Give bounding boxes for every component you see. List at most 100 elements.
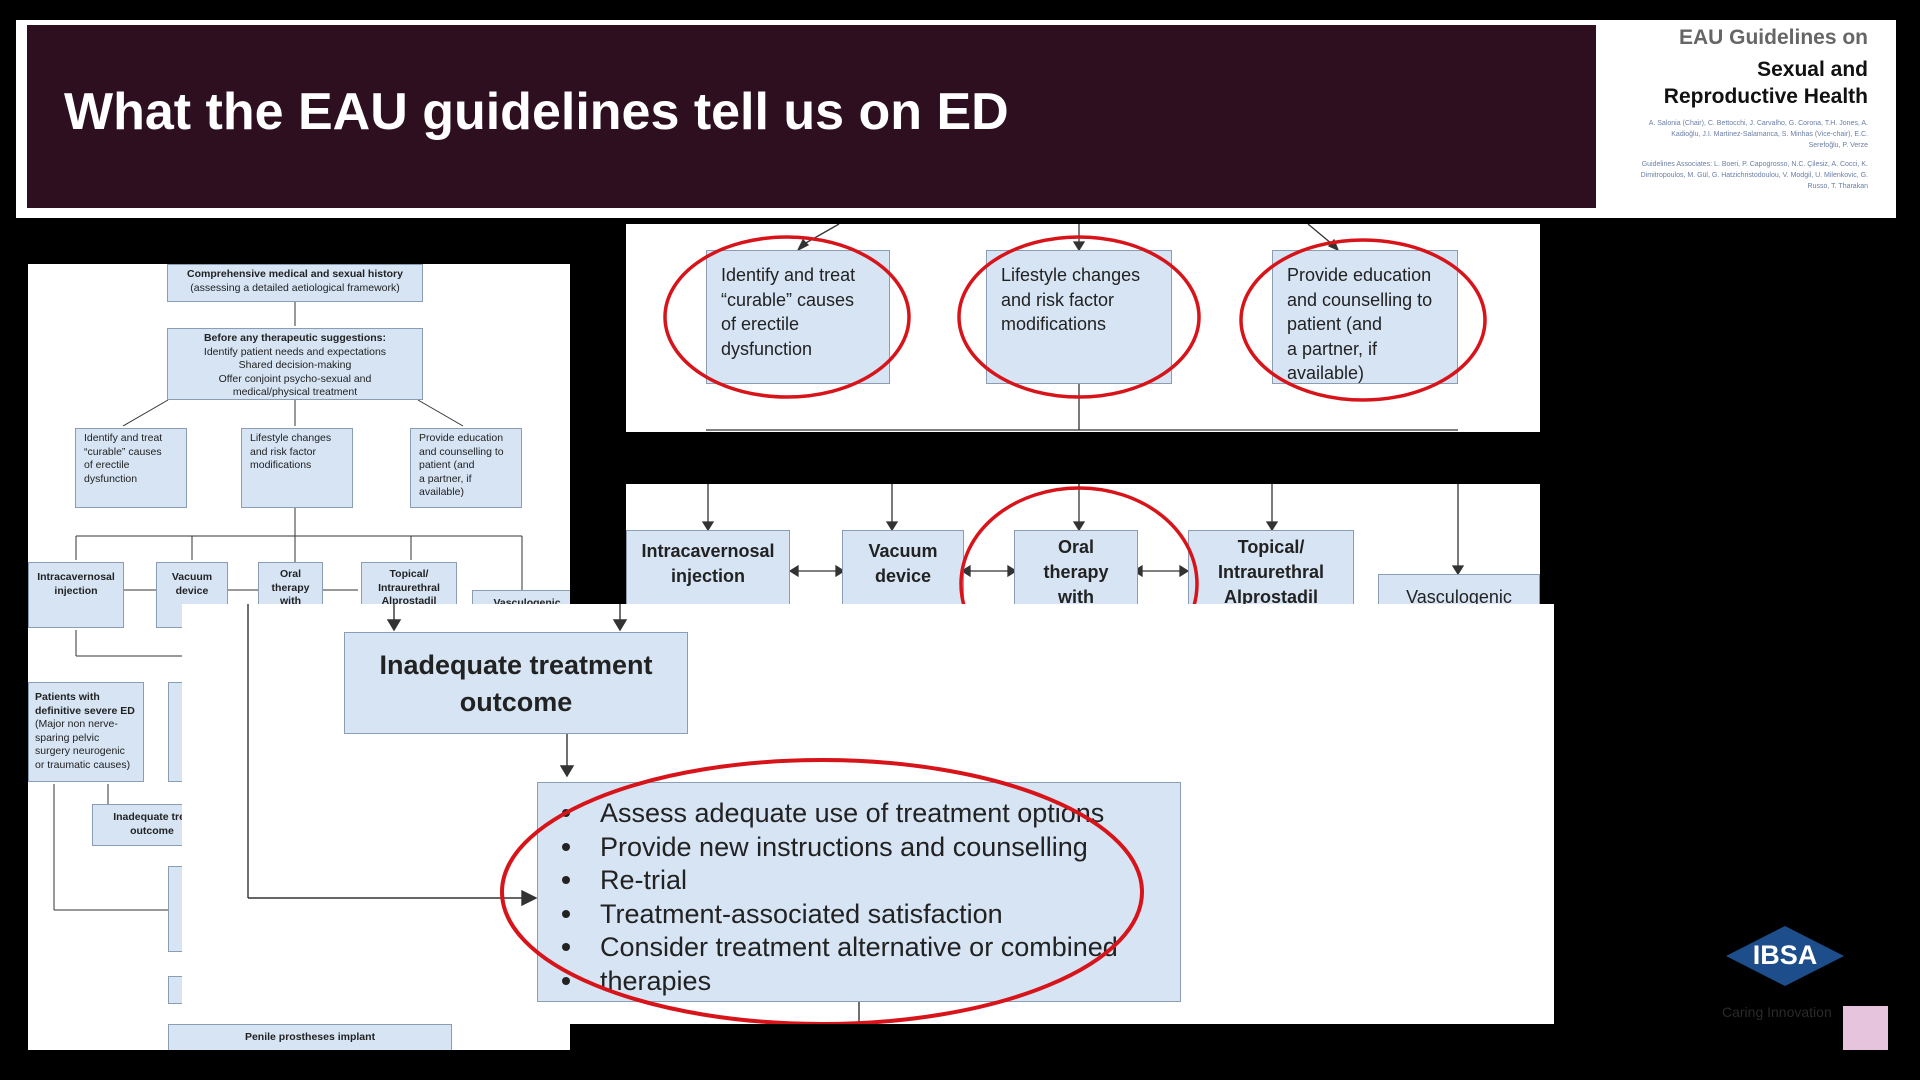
assess-item-3: Re-trial	[562, 864, 1180, 898]
small-education-l2: and counselling to	[419, 445, 504, 458]
pink-square	[1843, 1006, 1888, 1050]
zoom-lifestyle-l1: Lifestyle changes	[1001, 265, 1141, 285]
cover-associates: Guidelines Associates: L. Boeri, P. Capo…	[1640, 161, 1868, 190]
small-connectors	[53, 302, 523, 911]
zoom-identify-l4: dysfunction	[721, 338, 813, 359]
ibsa-logo-icon	[1726, 926, 1844, 986]
small-history-title: Comprehensive medical and sexual history	[187, 268, 403, 280]
small-intracavernosal-l1: Intracavernosal	[37, 571, 115, 583]
small-education-l3: patient (and	[419, 459, 475, 471]
small-before-title: Before any therapeutic suggestions:	[203, 332, 387, 344]
zoom-top-connectors	[706, 224, 1458, 431]
small-inadequate-l1: Inadequate trea	[113, 811, 191, 823]
inadequate-outcome-l2: outcome	[459, 687, 573, 717]
zoom-vasculogenic-box: Vasculogenic	[1378, 574, 1540, 608]
small-before-l2: Shared decision-making	[238, 359, 352, 371]
zoom-intracavernosal-l2: injection	[670, 566, 745, 586]
inadequate-outcome-l1: Inadequate treatment	[379, 650, 653, 680]
small-severe-l1: Patients with	[35, 691, 100, 703]
inadequate-outcome-box: Inadequate treatment outcome	[344, 632, 688, 734]
small-education-box: Provide education and counselling to pat…	[410, 428, 522, 508]
zoom-vacuum-l1: Vacuum	[868, 541, 938, 561]
small-severe-n4: or traumatic causes)	[35, 758, 131, 771]
zoom-education-l4: a partner, if	[1287, 338, 1378, 359]
small-before-l1: Identify patient needs and expectations	[203, 345, 387, 358]
assess-box: Assess adequate use of treatment options…	[537, 782, 1181, 1002]
small-identify-l3: of erectile	[84, 459, 130, 471]
zoom-intracavernosal-l1: Intracavernosal	[641, 541, 775, 561]
zoom-identify-l3: of erectile	[721, 314, 800, 334]
small-intracavernosal-box: Intracavernosal injection	[28, 562, 124, 628]
zoom-bottom-connectors	[247, 604, 860, 1024]
small-intracavernosal-l2: injection	[54, 584, 98, 597]
small-before-l3: Offer conjoint psycho-sexual and	[218, 372, 372, 385]
zoom-lifestyle-l3: modifications	[1001, 314, 1107, 334]
zoom-oral-l3: with	[1058, 587, 1094, 607]
assess-item-6: therapies	[562, 965, 1180, 999]
small-severe-box: Patients with definitive severe ED (Majo…	[28, 682, 144, 782]
small-topical-l2: Intraurethral	[378, 581, 440, 594]
zoom-identify-box: Identify and treat “curable” causes of e…	[706, 250, 890, 384]
small-before-l4: medical/physical treatment	[232, 386, 358, 398]
zoom-topical-box: Topical/ Intraurethral Alprostadil	[1188, 530, 1354, 608]
cover-authors: A. Salonia (Chair), C. Bettocchi, J. Car…	[1648, 120, 1868, 149]
ibsa-tagline: Caring Innovation	[1722, 1004, 1832, 1020]
zoom-identify-l2: “curable” causes	[721, 289, 855, 310]
assess-item-4: Treatment-associated satisfaction	[562, 898, 1180, 932]
zoom-education-box: Provide education and counselling to pat…	[1272, 250, 1458, 384]
small-history-box: Comprehensive medical and sexual history…	[167, 264, 423, 302]
zoom-education-l3: patient (and	[1287, 314, 1383, 334]
small-education-l1: Provide education	[419, 432, 504, 444]
zoom-lifestyle-box: Lifestyle changes and risk factor modifi…	[986, 250, 1172, 384]
small-topical-l1: Topical/	[389, 568, 429, 580]
zoom-mid-connectors	[701, 484, 1465, 578]
title-banner	[27, 25, 1596, 208]
small-prostheses-box: Penile prostheses implant	[168, 1024, 452, 1050]
zoom-vacuum-l2: device	[874, 566, 932, 586]
small-severe-n1: (Major non nerve-	[35, 718, 118, 730]
small-history-sub: (assessing a detailed aetiological frame…	[190, 281, 400, 294]
small-lifestyle-l1: Lifestyle changes	[250, 432, 332, 444]
zoom-identify-l1: Identify and treat	[721, 265, 856, 285]
zoom-vasculogenic-label: Vasculogenic	[1406, 587, 1512, 607]
zoom-oral-box: Oral therapy with	[1014, 530, 1138, 608]
small-education-l5: available)	[419, 486, 464, 498]
zoom-mid-highlight	[959, 486, 1199, 608]
small-severe-n2: sparing pelvic	[35, 731, 100, 744]
small-education-l4: a partner, if	[419, 472, 472, 485]
zoom-topical-l2: Intraurethral	[1217, 562, 1325, 582]
small-oral-l1: Oral	[279, 568, 301, 580]
zoom-panel-middle: Intracavernosal injection Vacuum device …	[626, 484, 1540, 608]
zoom-education-l1: Provide education	[1287, 265, 1432, 285]
zoom-lifestyle-l2: and risk factor	[1001, 289, 1115, 310]
guideline-cover: EAU Guidelines on Sexual and Reproductiv…	[1640, 24, 1868, 214]
small-identify-box: Identify and treat “curable” causes of e…	[75, 428, 187, 508]
zoom-panel-bottom: Inadequate treatment outcome Assess adeq…	[182, 604, 1554, 1024]
zoom-vacuum-box: Vacuum device	[842, 530, 964, 608]
small-before-box: Before any therapeutic suggestions: Iden…	[167, 328, 423, 400]
small-oral-l2: therapy	[271, 581, 310, 594]
zoom-education-l5: available)	[1287, 363, 1365, 383]
cover-line2: Sexual and	[1757, 58, 1868, 81]
small-identify-l1: Identify and treat	[84, 432, 163, 444]
zoom-oral-l2: therapy	[1043, 562, 1109, 582]
ibsa-logo-text: IBSA	[1752, 940, 1818, 970]
small-identify-l4: dysfunction	[84, 472, 138, 485]
small-identify-l2: “curable” causes	[84, 445, 162, 458]
slide-title: What the EAU guidelines tell us on ED	[64, 83, 1009, 141]
cover-line1: EAU Guidelines on	[1678, 26, 1868, 49]
ibsa-logo: IBSA	[1724, 924, 1846, 988]
assess-item-5: Consider treatment alternative or combin…	[562, 931, 1180, 965]
small-severe-l2: definitive severe ED	[35, 704, 135, 717]
zoom-topical-l1: Topical/	[1237, 537, 1305, 557]
small-lifestyle-l2: and risk factor	[250, 445, 316, 458]
small-lifestyle-box: Lifestyle changes and risk factor modifi…	[241, 428, 353, 508]
zoom-top-highlights	[663, 235, 1487, 402]
cover-line3: Reproductive Health	[1663, 85, 1868, 108]
zoom-bottom-highlight	[500, 758, 1144, 1024]
small-severe-n3: surgery neurogenic	[35, 745, 125, 757]
zoom-topical-l3: Alprostadil	[1223, 587, 1318, 607]
small-vacuum-l1: Vacuum	[171, 571, 213, 583]
zoom-oral-l1: Oral	[1057, 537, 1095, 557]
small-vacuum-l2: device	[175, 584, 209, 597]
